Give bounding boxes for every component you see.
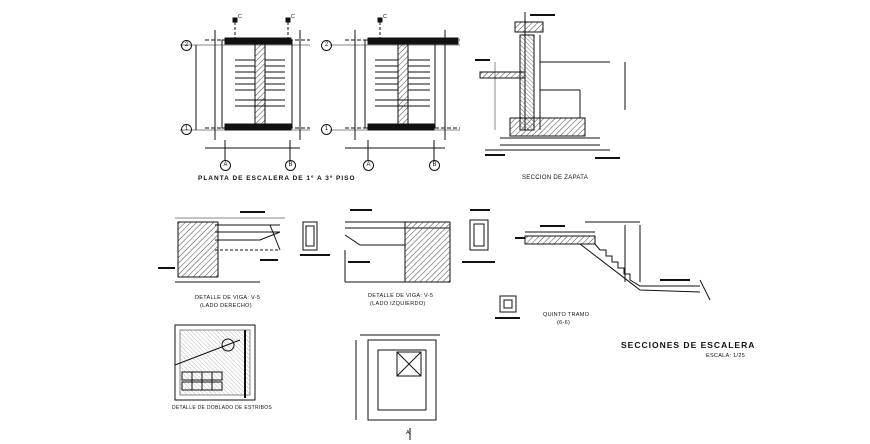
axis-bubble-1-left: 1 [181, 124, 192, 135]
beam-detail-right-subtitle: (LADO DERECHO) [200, 303, 252, 309]
axis-bubble-1-right: 1 [321, 124, 332, 135]
axis-bubble-b-right: B [429, 160, 440, 171]
plan-title: PLANTA DE ESCALERA DE 1º A 3º PISO [198, 175, 356, 182]
cut-marker-c-right: C [291, 14, 296, 20]
footing-section [475, 12, 626, 159]
fifth-flight-subtitle: (6-6) [557, 320, 571, 326]
axis-bubble-b-left: B [285, 160, 296, 171]
axis-bubble-a-left: A [220, 160, 231, 171]
cut-marker-a-bottom: A [406, 430, 410, 436]
beam-detail-left-side [344, 209, 495, 283]
beam-detail-right-side [158, 211, 330, 283]
stair-plan-right [330, 17, 460, 160]
beam-detail-right-title: DETALLE DE VIGA: V-5 [195, 295, 261, 301]
axis-bubble-a-right: A [363, 160, 374, 171]
fifth-flight-title: QUINTO TRAMO [543, 312, 590, 318]
fifth-flight-section [495, 221, 711, 319]
sheet-title: SECCIONES DE ESCALERA [621, 340, 756, 350]
stair-plan-left [180, 17, 310, 160]
beam-detail-left-title: DETALLE DE VIGA: V-5 [368, 293, 434, 299]
cut-marker-c-plan2: C [383, 14, 388, 20]
stirrup-detail-title: DETALLE DE DOBLADO DE ESTRIBOS [172, 405, 273, 411]
stirrup-detail [174, 324, 256, 401]
column-plan-detail [355, 334, 440, 440]
beam-detail-left-subtitle: (LADO IZQUIERDO) [370, 301, 426, 307]
axis-bubble-2-left: 2 [181, 40, 192, 51]
footing-section-title: SECCION DE ZAPATA [522, 175, 589, 181]
scale-label: ESCALA: 1/25 [706, 353, 746, 359]
cut-marker-c-left: C [238, 14, 243, 20]
axis-bubble-2-right: 2 [321, 40, 332, 51]
